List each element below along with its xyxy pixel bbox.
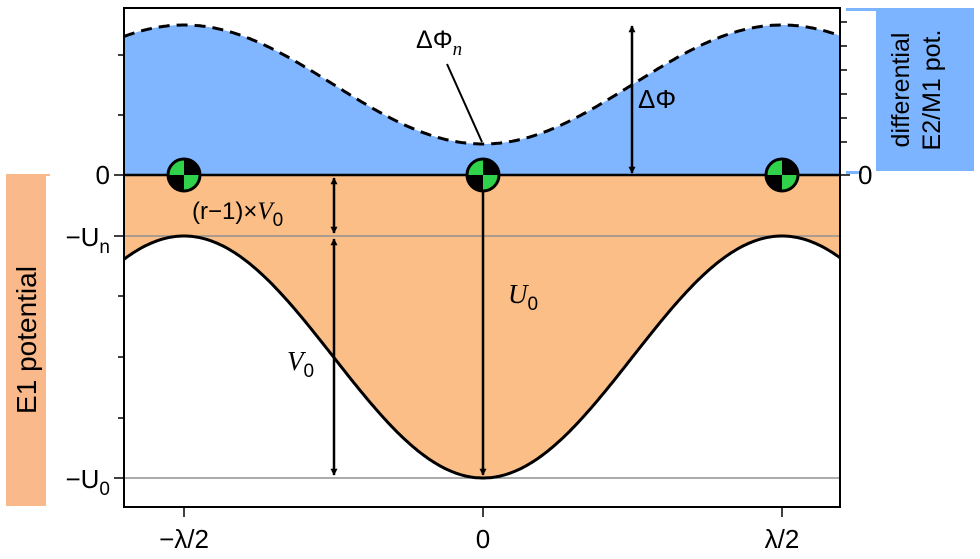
atom-marker xyxy=(166,157,202,193)
left-tick-minus-u0: −U0 xyxy=(65,464,110,500)
differential-potential-curve xyxy=(123,23,841,146)
x-axis-ticks xyxy=(183,507,783,517)
left-axis-ticks xyxy=(114,54,124,479)
right-axis-band-top xyxy=(846,8,876,11)
left-axis-band xyxy=(6,174,46,506)
atom-marker xyxy=(465,157,501,193)
delta-phi-n-label: ΔΦn xyxy=(416,26,462,60)
left-tick-zero: 0 xyxy=(96,160,110,190)
u0-label: U0 xyxy=(508,279,538,315)
left-axis-title: E1 potential xyxy=(11,266,42,414)
left-axis-band-connector xyxy=(46,174,50,176)
x-tick-minus-half-lambda: −λ/2 xyxy=(159,524,209,554)
atom-markers xyxy=(166,157,800,193)
right-axis-ticks xyxy=(840,21,850,176)
right-axis-band xyxy=(876,8,974,171)
x-tick-half-lambda: λ/2 xyxy=(765,524,800,554)
atom-marker xyxy=(764,157,800,193)
e1-potential-curve xyxy=(123,234,841,480)
delta-phi-label: ΔΦ xyxy=(638,84,676,114)
left-tick-minus-un: −Un xyxy=(65,222,110,258)
right-axis-title-line2: E2/M1 pot. xyxy=(918,30,946,151)
delta-phi-n-leader xyxy=(446,63,483,143)
right-axis-title-line1: differential xyxy=(887,33,915,148)
right-tick-zero: 0 xyxy=(858,160,872,190)
x-tick-zero: 0 xyxy=(476,524,490,554)
v0-label: V0 xyxy=(287,346,314,382)
r-minus-1-v0-label: (r−1)×V0 xyxy=(192,198,283,231)
plot-frame xyxy=(123,7,841,508)
right-axis-band-bottom xyxy=(846,171,862,174)
differential-potential-fill xyxy=(124,25,840,175)
